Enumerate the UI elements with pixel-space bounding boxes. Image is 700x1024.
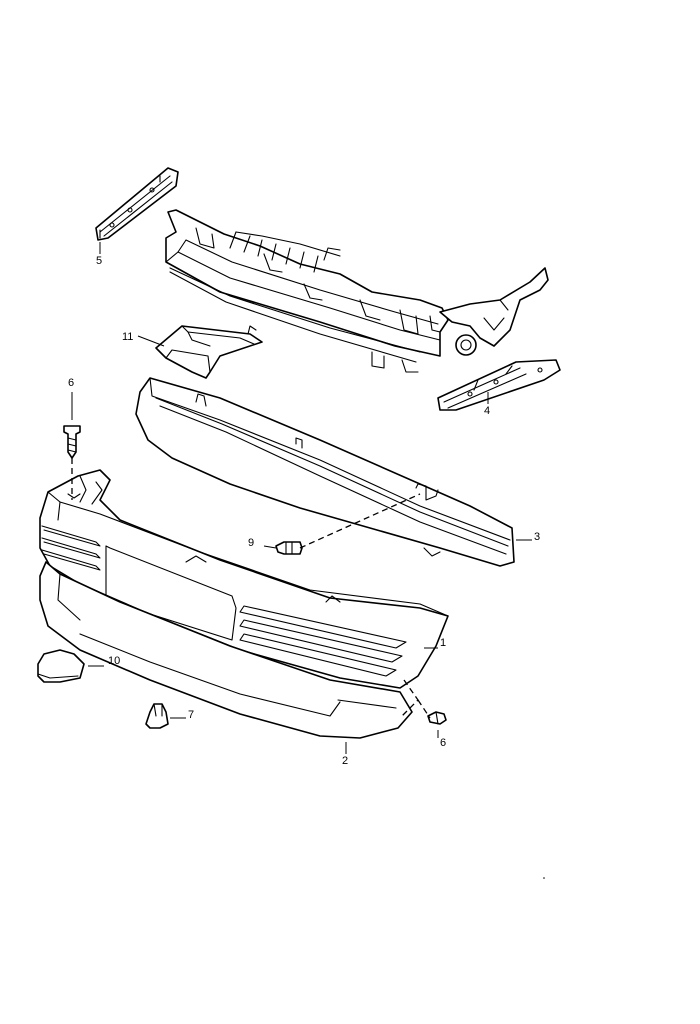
stray-dot (543, 877, 545, 879)
part-3-impact-absorber (135, 377, 515, 567)
callout-1: 1 (440, 637, 446, 649)
callout-10: 10 (108, 655, 120, 667)
callout-5: 5 (96, 255, 102, 267)
callout-6-upper: 6 (68, 377, 74, 389)
callout-4: 4 (484, 405, 490, 417)
callout-2: 2 (342, 755, 348, 767)
part-6-screw-upper (63, 425, 81, 459)
callout-7: 7 (188, 709, 194, 721)
part-11-air-guide (155, 325, 263, 379)
assembly-lines (71, 458, 431, 719)
callout-6-lower: 6 (440, 737, 446, 749)
part-5-left-bracket (95, 167, 179, 241)
callout-9: 9 (248, 537, 254, 549)
callout-3: 3 (534, 531, 540, 543)
part-9-bolt (275, 541, 303, 555)
carrier-assembly (165, 209, 549, 373)
callout-11: 11 (122, 331, 133, 343)
callouts: 5 11 4 6 3 9 1 10 7 6 2 (68, 255, 540, 767)
part-10-cover (37, 649, 85, 683)
part-8-screw (427, 711, 447, 725)
part-4-right-bracket (437, 359, 561, 411)
leader-lines (71, 242, 532, 754)
part-2-spoiler (39, 561, 413, 739)
part-7-clip (145, 703, 169, 729)
